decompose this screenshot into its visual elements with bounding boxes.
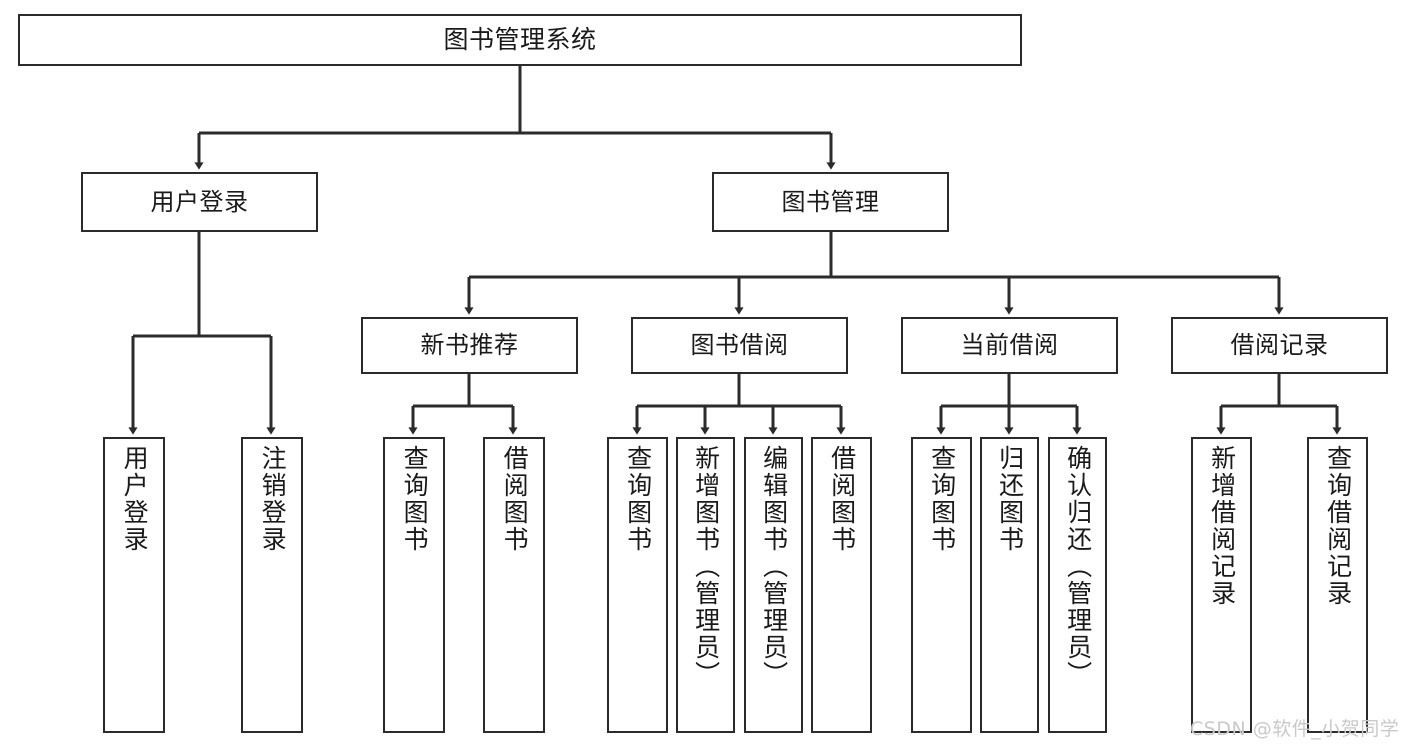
node-book-management[interactable]: 图书管理 (712, 172, 949, 232)
leaf-new-book-borrow-book[interactable]: 借阅图书 (483, 437, 545, 733)
node-label: 查询图书 (623, 445, 653, 553)
node-user-login[interactable]: 用户登录 (81, 172, 318, 232)
node-label: 查询图书 (927, 445, 957, 553)
leaf-borrow-record-add-record[interactable]: 新增借阅记录 (1191, 437, 1252, 733)
node-label: 查询图书 (400, 445, 430, 553)
leaf-book-borrow-add-book-admin[interactable]: 新增图书（管理员） (676, 437, 735, 733)
leaf-new-book-query-book[interactable]: 查询图书 (383, 437, 445, 733)
leaf-borrow-record-query-record[interactable]: 查询借阅记录 (1307, 437, 1368, 733)
node-label: 新增图书（管理员） (691, 445, 721, 688)
leaf-user-login-logout[interactable]: 注销登录 (241, 437, 303, 733)
node-book-borrow[interactable]: 图书借阅 (631, 317, 848, 374)
node-label: 图书借阅 (690, 331, 789, 360)
node-label: 用户登录 (150, 187, 249, 216)
node-label: 编辑图书（管理员） (759, 445, 789, 688)
node-current-borrow[interactable]: 当前借阅 (901, 317, 1118, 374)
node-root-book-management-system[interactable]: 图书管理系统 (18, 14, 1022, 66)
leaf-book-borrow-query-book[interactable]: 查询图书 (607, 437, 668, 733)
leaf-current-borrow-return-book[interactable]: 归还图书 (980, 437, 1039, 733)
node-label: 新书推荐 (420, 331, 519, 360)
leaf-book-borrow-borrow-book[interactable]: 借阅图书 (811, 437, 872, 733)
leaf-book-borrow-edit-book-admin[interactable]: 编辑图书（管理员） (744, 437, 803, 733)
leaf-current-borrow-query-book[interactable]: 查询图书 (911, 437, 972, 733)
node-label: 借阅图书 (500, 445, 530, 553)
node-label: 确认归还（管理员） (1063, 445, 1093, 688)
node-label: 查询借阅记录 (1323, 445, 1353, 607)
node-label: 当前借阅 (960, 331, 1059, 360)
node-label: 借阅图书 (827, 445, 857, 553)
node-new-book-recommend[interactable]: 新书推荐 (361, 317, 578, 374)
leaf-user-login-login[interactable]: 用户登录 (103, 437, 165, 733)
node-label: 图书管理系统 (443, 25, 597, 55)
node-label: 用户登录 (120, 445, 150, 553)
node-label: 借阅记录 (1230, 331, 1329, 360)
node-label: 图书管理 (781, 187, 880, 216)
node-label: 注销登录 (258, 445, 288, 553)
node-borrow-record[interactable]: 借阅记录 (1171, 317, 1388, 374)
node-label: 归还图书 (995, 445, 1025, 553)
leaf-current-borrow-confirm-return-admin[interactable]: 确认归还（管理员） (1048, 437, 1107, 733)
node-label: 新增借阅记录 (1207, 445, 1237, 607)
